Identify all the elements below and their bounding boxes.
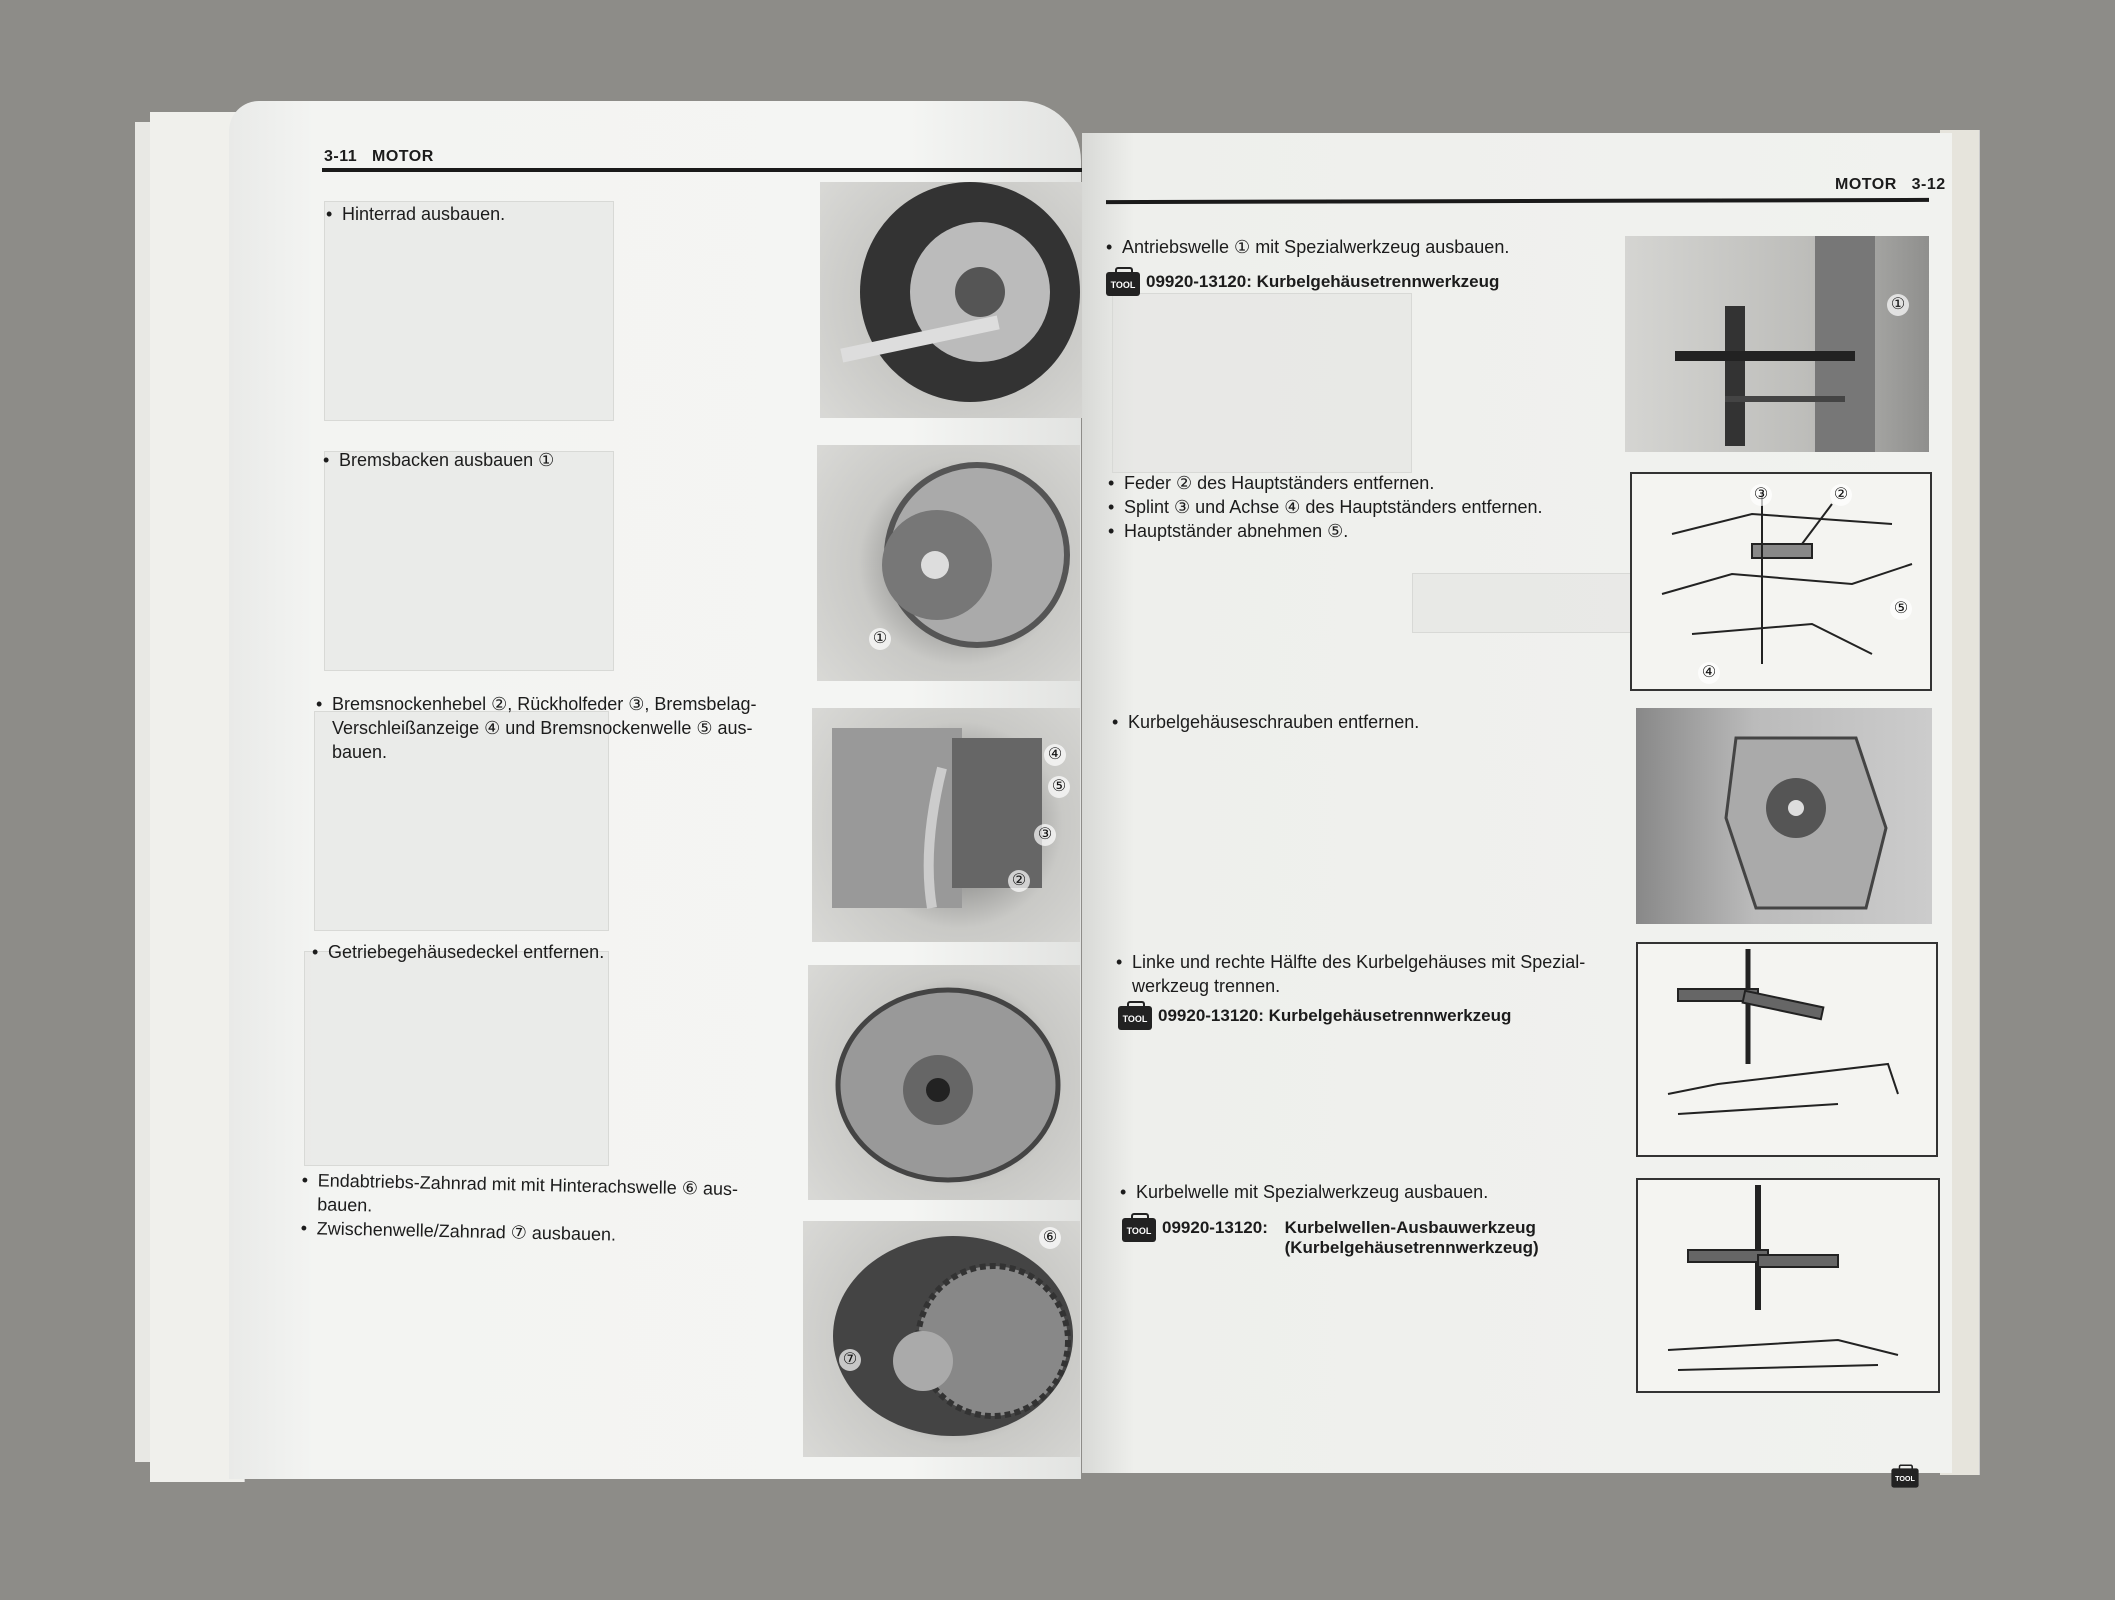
- tool-reference: TOOL 09920-13120: Kurbelwellen-Ausbauwer…: [1122, 1213, 1539, 1258]
- step-text: •Bremsnockenhebel ②, Rückholfeder ③, Bre…: [316, 694, 757, 762]
- callout-label: ⑤: [1890, 598, 1912, 620]
- left-page-header: 3-11 MOTOR: [324, 148, 434, 166]
- step-text: •Linke und rechte Hälfte des Kurbelgehäu…: [1116, 952, 1586, 996]
- tool-icon: TOOL: [1122, 1213, 1156, 1242]
- page-number: 3-11: [324, 148, 358, 165]
- photo-crankcase-screws: [1636, 708, 1932, 924]
- step-text: •Endabtriebs-Zahnrad mit mit Hinterachsw…: [300, 1169, 739, 1245]
- tool-icon: TOOL: [1118, 1001, 1152, 1030]
- section-title: MOTOR: [371, 148, 434, 165]
- callout-label: ④: [1044, 744, 1066, 766]
- photo-gearbox-cover: [808, 965, 1080, 1200]
- tool-icon: TOOL: [1106, 267, 1140, 296]
- photo-brake-cam: ④ ⑤ ③ ②: [812, 708, 1080, 942]
- callout-label: ①: [1887, 294, 1909, 316]
- step-text: •Antriebswelle ① mit Spezialwerkzeug aus…: [1106, 237, 1510, 257]
- header-rule: [322, 168, 1082, 172]
- tool-icon: TOOL: [1891, 1464, 1919, 1488]
- callout-label: ③: [1750, 484, 1772, 506]
- callout-label: ⑦: [839, 1349, 861, 1371]
- diagram-crankcase-separation: TOOL: [1636, 942, 1938, 1238]
- callout-label: ①: [869, 628, 891, 650]
- callout-label: ②: [1008, 870, 1030, 892]
- callout-label: ②: [1830, 484, 1852, 506]
- photo-rear-wheel: [820, 182, 1082, 418]
- photo-final-drive-gear: ⑥ ⑦: [803, 1221, 1080, 1457]
- page-number: 3-12: [1911, 176, 1946, 193]
- step-text: •Getriebegehäusedeckel entfernen.: [312, 942, 605, 962]
- step-text: •Kurbelgehäuseschrauben entfernen.: [1112, 712, 1420, 732]
- step-list: •Feder ② des Hauptständers entfernen. •S…: [1108, 473, 1543, 541]
- callout-label: ③: [1034, 824, 1056, 846]
- callout-label: ⑤: [1048, 776, 1070, 798]
- step-text: •Hinterrad ausbauen.: [326, 204, 506, 224]
- diagram-crankshaft-removal: TOOL: [1636, 1178, 1940, 1488]
- callout-label: ⑥: [1039, 1227, 1061, 1249]
- section-title: MOTOR: [1835, 176, 1897, 193]
- wheel-illustration: [840, 182, 1080, 402]
- photo-brake-shoes: ①: [817, 445, 1080, 681]
- diagram-main-stand: ③ ② ⑤ ④: [1630, 472, 1932, 691]
- step-text: •Kurbelwelle mit Spezialwerkzeug ausbaue…: [1120, 1182, 1489, 1202]
- step-text: •Bremsbacken ausbauen ①: [323, 450, 555, 470]
- right-page-header: MOTOR 3-12: [1835, 176, 1946, 194]
- photo-drive-shaft-removal: TOOL ①: [1625, 236, 1929, 452]
- callout-label: ④: [1698, 662, 1720, 684]
